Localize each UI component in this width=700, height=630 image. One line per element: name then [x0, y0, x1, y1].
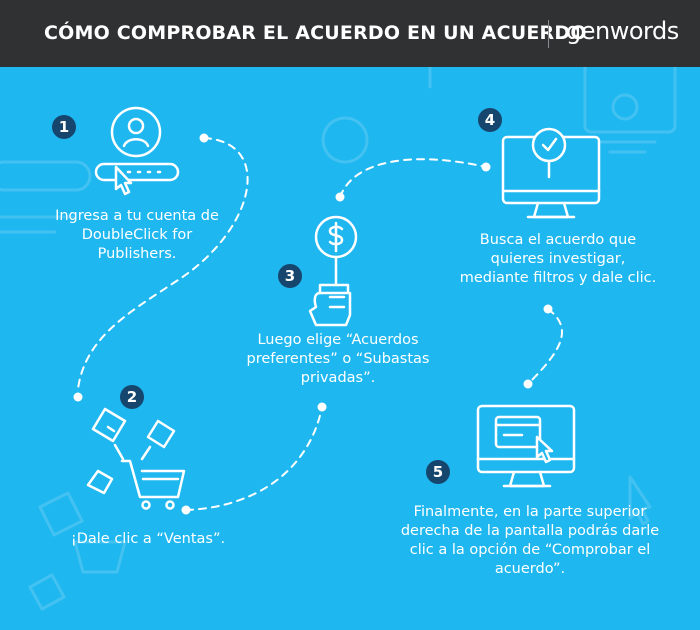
step-4-badge: 4	[478, 108, 502, 132]
infographic-artwork	[0, 67, 677, 611]
step-1-text: Ingresa a tu cuenta de DoubleClick for P…	[55, 208, 219, 262]
step-5-text: Finalmente, en la parte superior derecha…	[400, 504, 660, 577]
step-3-badge: 3	[278, 264, 302, 288]
step-2-badge: 2	[120, 385, 144, 409]
step-4-text: Busca el acuerdo que quieres investigar,…	[459, 232, 657, 286]
monitor-click-icon	[476, 404, 576, 488]
background-decoration	[0, 67, 677, 611]
header-divider	[548, 20, 549, 48]
user-login-icon	[94, 106, 180, 196]
step-5-badge: 5	[426, 460, 450, 484]
hand-dollar-sign-icon	[308, 215, 358, 327]
genwords-logo: genwords	[566, 17, 679, 45]
shopping-cart-tags-icon	[86, 407, 186, 510]
step-3-text: Luego elige “Acuerdos preferentes” o “Su…	[246, 332, 430, 386]
page-title: CÓMO COMPROBAR EL ACUERDO EN UN ACUERDO	[44, 22, 587, 44]
step-connector-path	[77, 137, 563, 511]
step-2-text: ¡Dale clic a “Ventas”.	[70, 531, 226, 547]
infographic-area: 1 Ingresa a tu cuenta de DoubleClick for…	[0, 67, 700, 630]
header-bar: CÓMO COMPROBAR EL ACUERDO EN UN ACUERDO …	[0, 0, 700, 67]
step-1-badge: 1	[52, 115, 76, 139]
connector-dots	[73, 133, 553, 515]
monitor-search-icon	[501, 127, 601, 219]
